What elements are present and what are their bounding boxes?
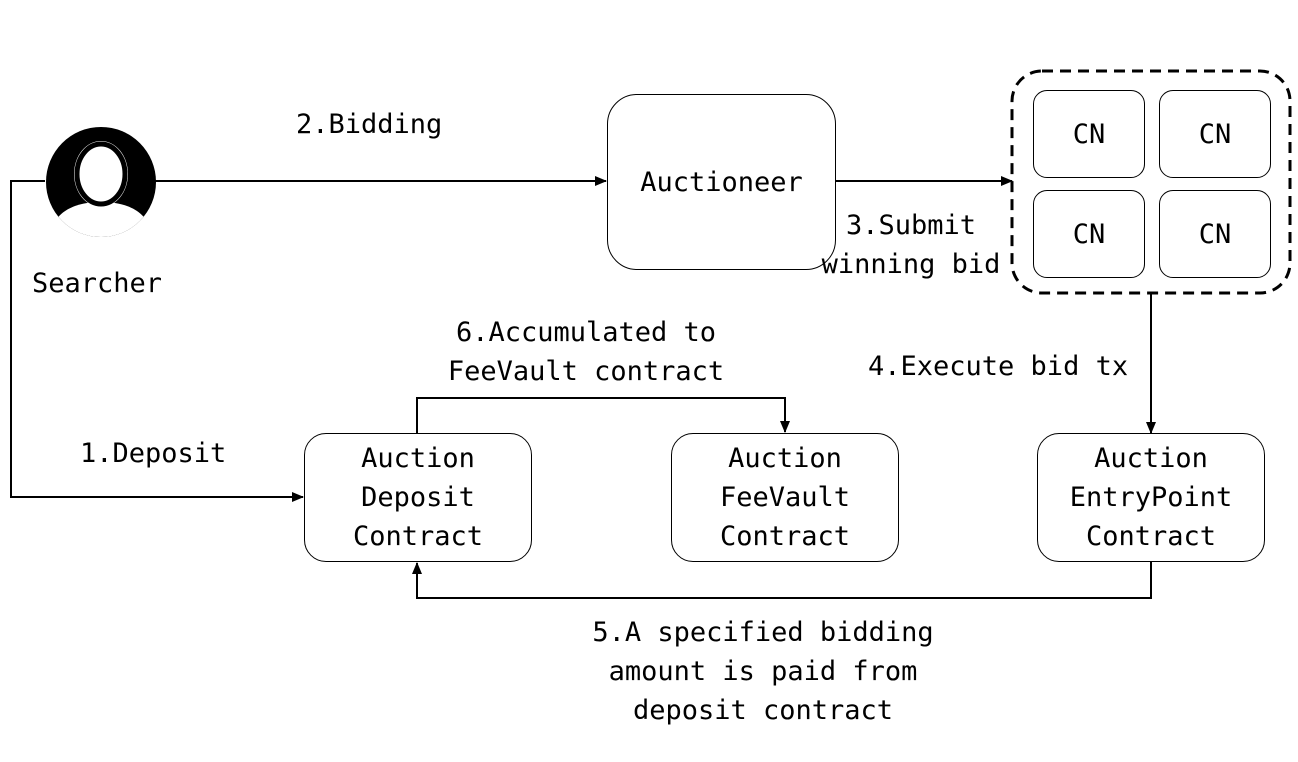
entrypoint-contract-line-1: Auction <box>1094 443 1208 474</box>
step-paid-label: 5.A specified bidding amount is paid fro… <box>553 613 973 730</box>
step-submit-line-2: winning bid <box>821 249 1001 280</box>
deposit-contract-line-3: Contract <box>352 521 484 552</box>
auctioneer-label: Auctioneer <box>640 166 803 198</box>
searcher-label: Searcher <box>32 268 163 299</box>
step-paid-line-1: 5.A specified bidding <box>592 617 934 648</box>
step-accumulated-line-1: 6.Accumulated to <box>455 317 717 348</box>
step-accumulated-line-2: FeeVault contract <box>447 356 725 387</box>
cn-node-4-label: CN <box>1198 218 1232 250</box>
feevault-contract-line-1: Auction <box>728 443 842 474</box>
cn-node-4: CN <box>1159 190 1271 278</box>
step-deposit-label: 1.Deposit <box>80 438 227 469</box>
accumulate-arrow <box>416 397 790 433</box>
step-paid-line-2: amount is paid from <box>608 656 918 687</box>
deposit-contract-line-1: Auction <box>361 443 475 474</box>
cn-node-2: CN <box>1159 90 1271 178</box>
entrypoint-contract-line-3: Contract <box>1085 521 1217 552</box>
deposit-contract-line-2: Deposit <box>361 482 475 513</box>
person-icon <box>46 127 156 237</box>
step-bidding-label: 2.Bidding <box>296 109 443 140</box>
cn-node-3: CN <box>1033 190 1145 278</box>
step-submit-line-1: 3.Submit <box>845 210 977 241</box>
auctioneer-box: Auctioneer <box>607 94 836 270</box>
cn-node-1: CN <box>1033 90 1145 178</box>
deposit-arrow <box>10 180 304 502</box>
feevault-contract-line-2: FeeVault <box>719 482 851 513</box>
feevault-contract-box: Auction FeeVault Contract <box>671 433 899 562</box>
entrypoint-contract-box: Auction EntryPoint Contract <box>1037 433 1265 562</box>
step-paid-line-3: deposit contract <box>632 695 894 726</box>
deposit-contract-box: Auction Deposit Contract <box>304 433 532 562</box>
step-submit-label: 3.Submit winning bid <box>815 206 1007 284</box>
entrypoint-contract-line-2: EntryPoint <box>1069 482 1233 513</box>
payment-arrow <box>412 561 1152 599</box>
cn-group-container <box>1010 69 1292 295</box>
cn-node-3-label: CN <box>1072 218 1106 250</box>
step-execute-label: 4.Execute bid tx <box>868 351 1129 382</box>
step-accumulated-label: 6.Accumulated to FeeVault contract <box>416 313 756 391</box>
cn-node-1-label: CN <box>1072 118 1106 150</box>
feevault-contract-line-3: Contract <box>719 521 851 552</box>
cn-node-2-label: CN <box>1198 118 1232 150</box>
